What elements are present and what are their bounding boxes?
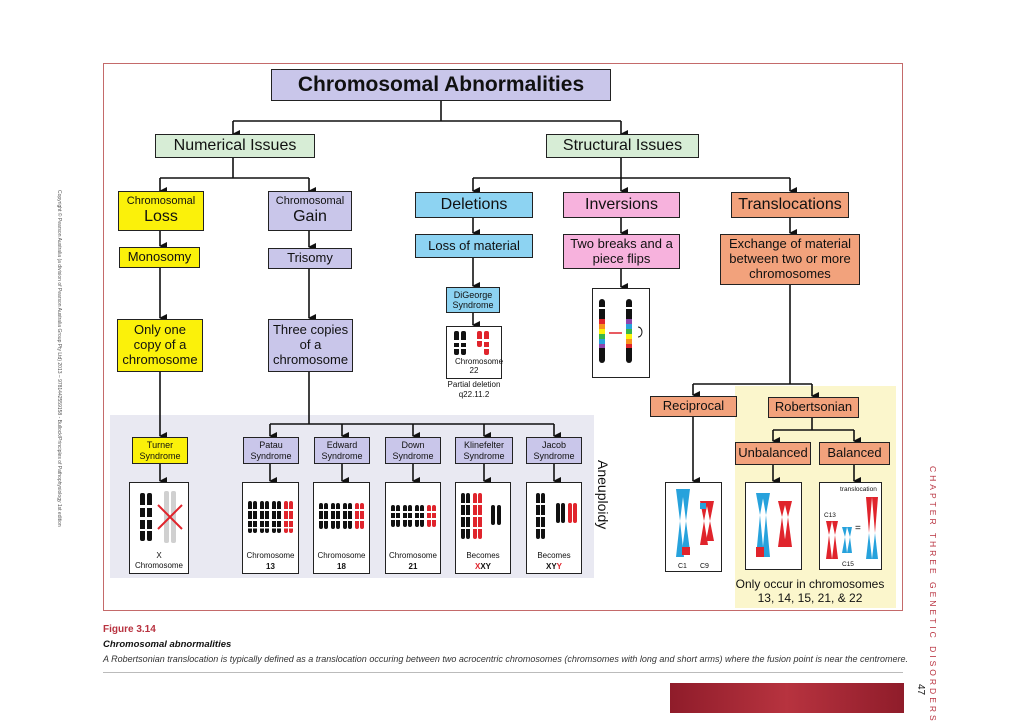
jacob-karyo-line2: XYY (527, 562, 581, 571)
equals-sign: = (855, 523, 861, 534)
turner-karyotype: X Chromosome (129, 482, 189, 574)
two-breaks-box: Two breaks and a piece flips (563, 234, 680, 269)
translocations-box: Translocations (731, 192, 849, 218)
klinefelter-syndrome-box: Klinefelter Syndrome (455, 437, 513, 464)
exchange-material-box: Exchange of material between two or more… (720, 234, 860, 285)
gain-big-label: Gain (293, 208, 327, 226)
patau-karyo-line2: 13 (266, 562, 275, 571)
robertsonian-box: Robertsonian (768, 397, 859, 418)
unbalanced-karyotype (745, 482, 802, 570)
trisomy-box: Trisomy (268, 248, 352, 269)
turner-karyo-line1: X (156, 551, 162, 560)
patau-syndrome-box: Patau Syndrome (243, 437, 299, 464)
klinefelter-chromosomes-graphic (459, 493, 501, 539)
balanced-karyotype: translocation C13 = C15 (819, 482, 882, 570)
jacob-chromosomes-graphic (534, 493, 577, 539)
figure-frame (103, 63, 903, 611)
unbalanced-box: Unbalanced (735, 442, 811, 465)
c15-label: C15 (842, 561, 854, 568)
gain-small-label: Chromosomal (275, 195, 345, 208)
unbalanced-chromosomes-graphic (756, 493, 792, 557)
figure-title: Chromosomal abnormalities (103, 639, 232, 650)
turner-syndrome-box: Turner Syndrome (132, 437, 188, 464)
partial-deletion-note: Partial deletion (447, 380, 501, 389)
only-occur-note: Only occur in chromosomes 13, 14, 15, 21… (735, 577, 885, 606)
structural-issues-box: Structural Issues (546, 134, 699, 158)
inversions-box: Inversions (563, 192, 680, 218)
c9-label: C9 (700, 563, 709, 570)
patau-karyotype: Chromosome 13 (242, 482, 299, 574)
loss-of-material-box: Loss of material (415, 234, 533, 258)
turner-karyo-line2: Chromosome (134, 561, 183, 570)
edward-karyo-line2: 18 (337, 562, 346, 571)
down-karyotype: Chromosome 21 (385, 482, 441, 574)
c13-label: C13 (824, 512, 836, 519)
jacob-karyo-line1: Becomes (537, 551, 571, 560)
turner-chromosomes-graphic (140, 491, 183, 543)
klinefelter-karyotype: Becomes XXY (455, 482, 511, 574)
reciprocal-chromosomes-graphic (676, 489, 714, 557)
caption-rule (103, 672, 903, 673)
jacob-extra-y: Y (556, 562, 562, 571)
down-syndrome-box: Down Syndrome (385, 437, 441, 464)
deletions-box: Deletions (415, 192, 533, 218)
monosomy-box: Monosomy (119, 247, 200, 268)
deletion-karyotype: Chromosome 22 (446, 326, 504, 379)
numerical-issues-box: Numerical Issues (155, 134, 315, 158)
three-copies-box: Three copies of a chromosome (268, 319, 353, 372)
klinefelter-xy: XY (480, 562, 491, 571)
deletion-karyo-label: Chromosome 22 (455, 357, 504, 376)
aneuploidy-label: Aneuploidy (595, 460, 611, 530)
down-karyo-line1: Chromosome (388, 551, 437, 560)
reciprocal-box: Reciprocal (650, 396, 737, 417)
figure-number: Figure 3.14 (103, 624, 156, 635)
balanced-box: Balanced (819, 442, 890, 465)
translocation-label: translocation (840, 486, 877, 493)
klinefelter-extra-x: X (474, 562, 481, 571)
edward-karyotype: Chromosome 18 (313, 482, 370, 574)
edward-chromosomes-graphic (317, 503, 367, 529)
patau-chromosomes-graphic (246, 501, 296, 533)
down-karyo-line2: 21 (408, 562, 418, 571)
reciprocal-karyotype: C1 C9 (665, 482, 722, 572)
patau-karyo-line1: Chromosome (246, 551, 295, 560)
c1-label: C1 (678, 563, 687, 570)
diagram-title: Chromosomal Abnormalities (271, 69, 611, 101)
edward-syndrome-box: Edward Syndrome (314, 437, 370, 464)
klinefelter-karyo-line2: XXY (456, 562, 510, 571)
deletion-band-note: q22.11.2 (458, 390, 490, 399)
balanced-chromosomes-graphic (826, 497, 878, 559)
deletion-chromosomes-graphic (454, 331, 489, 355)
loss-small-label: Chromosomal (126, 195, 196, 208)
jacob-karyotype: Becomes XYY (526, 482, 582, 574)
figure-caption: A Robertsonian translocation is typicall… (103, 654, 909, 664)
klinefelter-karyo-line1: Becomes (466, 551, 500, 560)
only-one-copy-box: Only one copy of a chromosome (117, 319, 203, 372)
footer-decoration-bar (670, 683, 904, 713)
chromosomal-gain-box: Chromosomal Gain (268, 191, 352, 231)
edward-karyo-line1: Chromosome (317, 551, 366, 560)
chromosomal-loss-box: Chromosomal Loss (118, 191, 204, 231)
loss-big-label: Loss (144, 208, 178, 226)
down-chromosomes-graphic (389, 505, 439, 527)
digeorge-box: DiGeorge Syndrome (446, 287, 500, 313)
jacob-xy: XY (545, 562, 557, 571)
inversion-chromosomes-graphic (599, 299, 643, 363)
inversion-karyotype (592, 288, 650, 378)
jacob-syndrome-box: Jacob Syndrome (526, 437, 582, 464)
